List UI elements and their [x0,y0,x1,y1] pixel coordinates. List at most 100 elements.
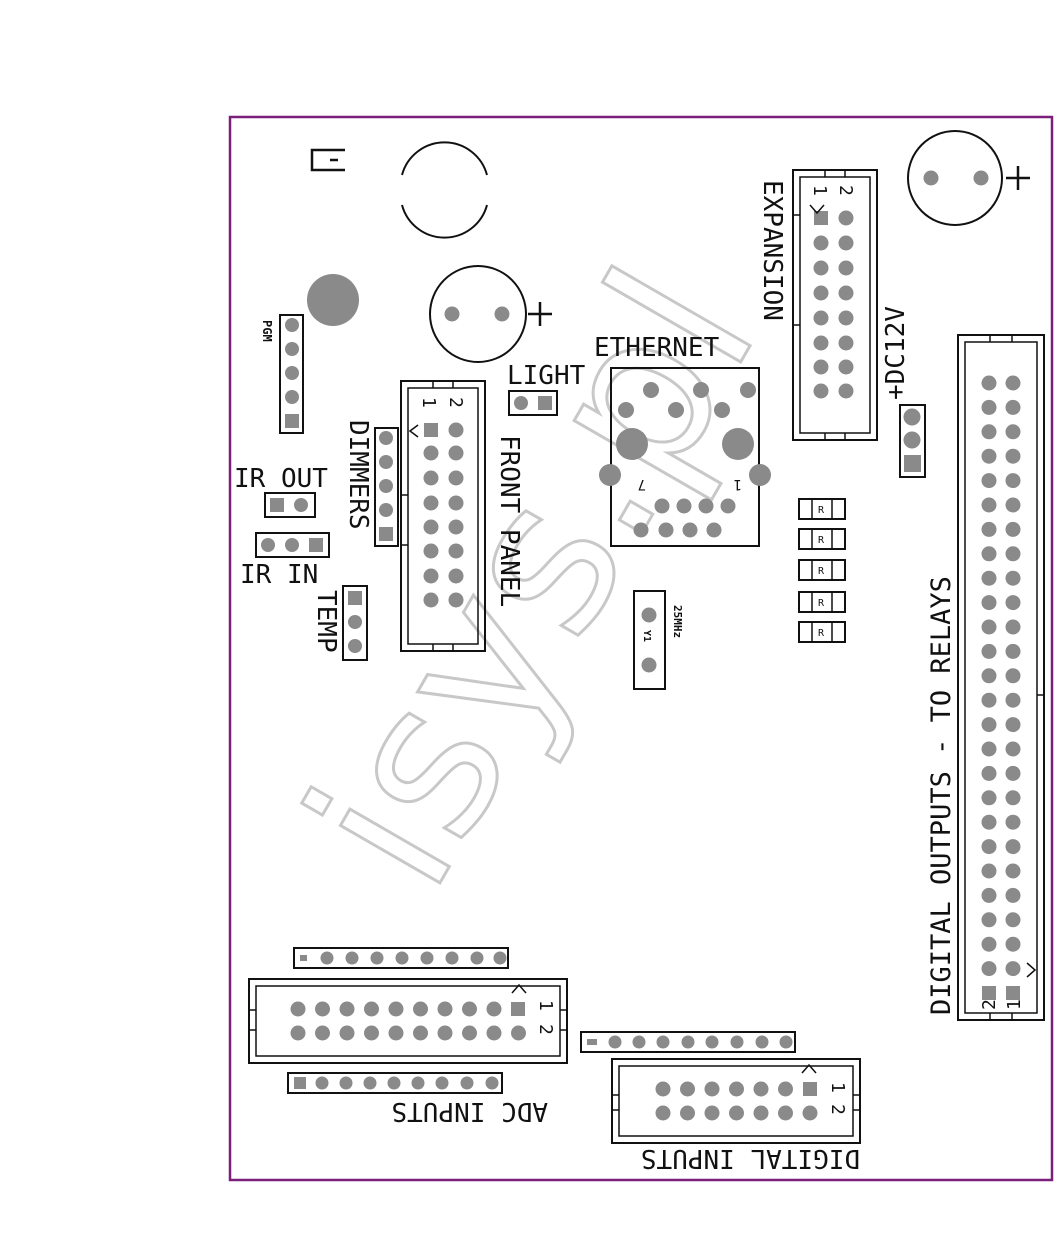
pin [1005,741,1021,757]
digital-outputs-pin1: 1 [1004,999,1025,1010]
ir-in-label: IR IN [240,560,318,590]
pin [1005,375,1021,391]
svg-text:R: R [818,535,825,546]
pin [1005,473,1021,489]
pin [704,1081,720,1097]
adc-inputs-pins [290,1001,526,1041]
pin [729,1105,744,1121]
pin [981,912,997,928]
pin [1005,863,1021,879]
digital-inputs-pins [655,1081,818,1121]
pin [802,1105,818,1121]
light-label: LIGHT [507,361,586,391]
buzzer-outline [401,141,488,239]
pin [981,448,997,464]
pin [1005,424,1021,440]
pin [1005,887,1021,903]
pin [981,424,997,440]
pin [981,497,997,513]
pin [778,1105,793,1121]
pin [981,595,997,611]
resistor: R [798,498,846,520]
pin [981,619,997,635]
pin [981,570,997,586]
pin [655,1105,671,1121]
eth-pin1: 1 [734,476,742,492]
pin [1005,668,1021,684]
adc-inputs-label: ADC INPUTS [391,1096,548,1126]
jumper-bracket [310,148,345,172]
pin [315,1025,330,1041]
pin [981,741,997,757]
pin [753,1105,769,1121]
front-panel-header: 1 2 FRONT PANEL [400,380,524,652]
ethernet-jack: 7 1 [599,367,771,547]
pin [680,1081,695,1097]
pin [981,887,997,903]
pin [437,1025,453,1041]
pin [462,1025,477,1041]
pin [388,1001,404,1017]
ir-out-label: IR OUT [234,464,328,494]
pin [1005,839,1021,855]
adc-pin2: 2 [535,1024,556,1035]
temp-header [342,585,368,661]
pin [486,1025,502,1041]
svg-text:R: R [818,505,825,516]
pin [1005,814,1021,830]
pin [1005,692,1021,708]
pin [981,692,997,708]
pin [290,1025,306,1041]
resistor: R [798,559,846,581]
expansion-pin1: 1 [809,185,830,196]
expansion-header: 1 2 EXPANSION [757,169,878,441]
expansion-label: EXPANSION [757,180,787,321]
pin [1005,570,1021,586]
dimmers-header [374,427,399,547]
pin [981,643,997,659]
pin [413,1025,428,1041]
pin [1005,717,1021,733]
pin [981,668,997,684]
pin [339,1025,355,1041]
pgm-header: PGM [260,314,304,434]
pin [753,1081,769,1097]
adc-sip-bottom [287,1072,503,1094]
ir-in-header [255,532,330,558]
pin [655,1081,671,1097]
ethernet-label: ETHERNET [594,333,720,363]
pin [981,839,997,855]
dimmers-label: DIMMERS [343,420,373,530]
ir-out-header [264,492,316,518]
pin [315,1001,330,1017]
pin [1005,448,1021,464]
front-panel-pin2: 2 [445,397,466,408]
pin [981,936,997,952]
digital-inputs-header: 1 2 [611,1058,861,1144]
digital-inputs-sip [580,1031,796,1053]
expansion-pin2: 2 [835,185,856,196]
svg-text:R: R [818,566,825,577]
pin [1005,912,1021,928]
adc-inputs-header: 1 2 [248,978,568,1064]
mounting-pad [307,274,359,326]
pin [981,546,997,562]
pin [511,1025,526,1041]
pin [1005,936,1021,952]
adc-pin1: 1 [535,1000,556,1011]
pin [981,790,997,806]
digital-outputs-header: 1 2 DIGITAL OUTPUTS - TO RELAYS [926,334,1045,1021]
pin [339,1001,355,1017]
pin [413,1001,428,1017]
resistor: R [798,591,846,613]
pin [981,961,997,977]
svg-text:R: R [818,598,825,609]
svg-text:R: R [818,628,825,639]
pin [364,1025,379,1041]
pin [388,1025,404,1041]
pin-1-square [1006,986,1020,1000]
eth-pin7: 7 [638,476,646,492]
pin [1005,399,1021,415]
temp-label: TEMP [311,590,341,653]
